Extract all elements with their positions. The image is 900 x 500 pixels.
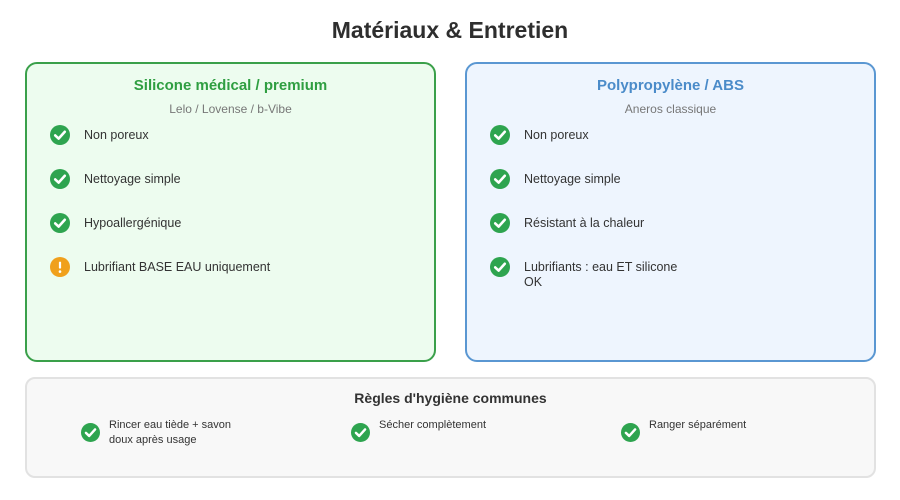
item-label: Nettoyage simple [524, 172, 621, 186]
item-label: Non poreux [524, 128, 589, 142]
list-item: Hypoallergénique [50, 216, 254, 233]
item-label: Lubrifiants : eau ET silicone OK [524, 260, 678, 289]
item-label: Lubrifiant BASE EAU uniquement [84, 260, 271, 274]
card-silicone: Silicone médical / premium Lelo / Lovens… [25, 62, 436, 362]
card-subtitle: Aneros classique [624, 102, 717, 116]
item-label: Nettoyage simple [84, 172, 181, 186]
list-item: Nettoyage simple [490, 172, 694, 189]
check-circle-icon [50, 169, 70, 189]
hygiene-panel: Règles d'hygiène communes Rincer eau tiè… [25, 377, 876, 478]
list-item: Non poreux [50, 128, 254, 145]
check-circle-icon [490, 257, 510, 277]
list-item: Nettoyage simple [50, 172, 254, 189]
check-circle-icon [490, 213, 510, 233]
hygiene-rule: Ranger séparément [621, 418, 799, 442]
rule-label: Ranger séparément [649, 419, 747, 431]
item-label: Résistant à la chaleur [524, 216, 645, 230]
warning-circle-icon [50, 257, 70, 277]
list-item: Non poreux [490, 128, 694, 145]
check-circle-icon [490, 169, 510, 189]
item-label: Non poreux [84, 128, 149, 142]
card-subtitle: Lelo / Lovense / b-Vibe [169, 102, 292, 116]
list-item: Résistant à la chaleur [490, 216, 694, 233]
list-item: Lubrifiants : eau ET silicone OK [490, 260, 684, 290]
rule-label: Sécher complètement [379, 419, 486, 431]
check-circle-icon [81, 423, 100, 442]
hygiene-rule: Sécher complètement [351, 418, 529, 442]
item-label: Hypoallergénique [84, 216, 182, 230]
rule-label: Rincer eau tiède + savon doux après usag… [109, 419, 231, 446]
check-circle-icon [490, 125, 510, 145]
card-polypropylene: Polypropylène / ABS Aneros classique Non… [465, 62, 876, 362]
check-circle-icon [351, 423, 370, 442]
check-circle-icon [50, 213, 70, 233]
page-title: Matériaux & Entretien [331, 17, 569, 43]
card-title: Silicone médical / premium [133, 77, 328, 94]
hygiene-rule: Rincer eau tiède + savon doux après usag… [81, 418, 244, 448]
list-item: Lubrifiant BASE EAU uniquement [50, 260, 324, 277]
check-circle-icon [50, 125, 70, 145]
card-title: Polypropylène / ABS [597, 77, 744, 94]
hygiene-title: Règles d'hygiène communes [354, 390, 547, 406]
check-circle-icon [621, 423, 640, 442]
